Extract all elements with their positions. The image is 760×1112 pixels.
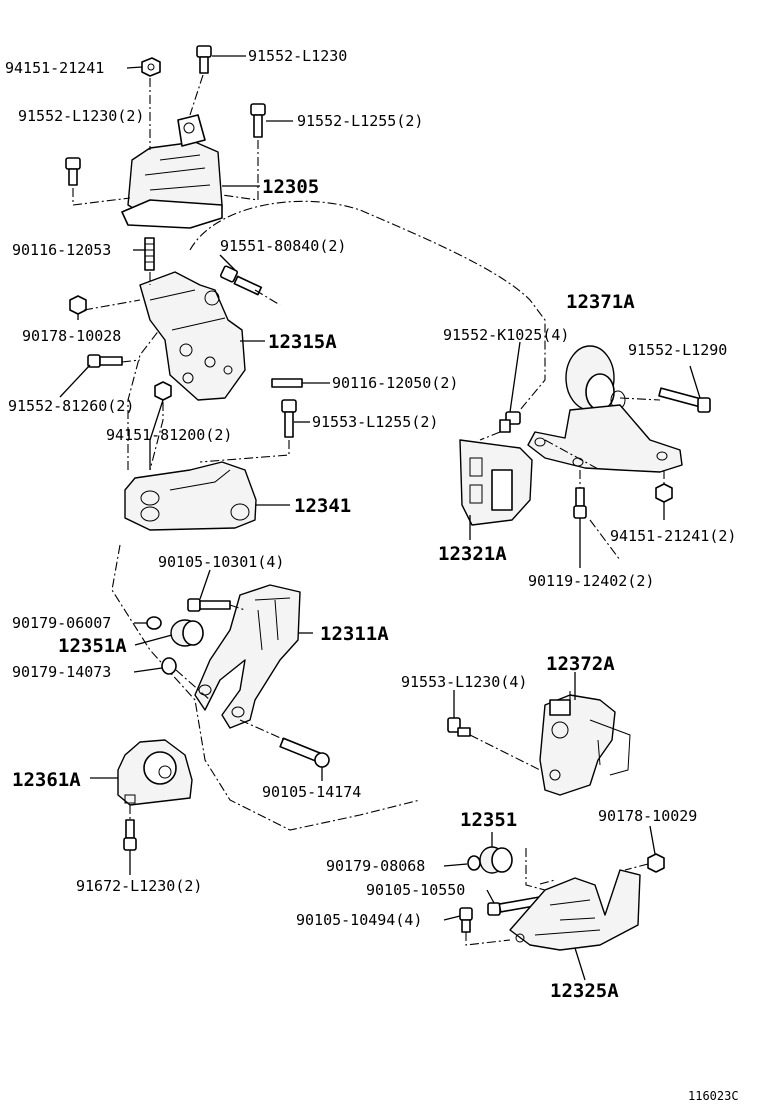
label-12351: 12351 <box>460 809 517 831</box>
engine-mount-12371A <box>527 345 683 473</box>
washer-90179-14073 <box>161 657 177 675</box>
bolt-91552-K1025 <box>499 411 521 433</box>
label-91552-L1255-2: 91552-L1255(2) <box>297 112 423 130</box>
guide-line <box>465 848 649 946</box>
label-91672-L1230-2: 91672-L1230(2) <box>76 877 202 895</box>
label-12321A: 12321A <box>438 543 507 565</box>
nut-94151-21241-top <box>141 57 161 77</box>
label-12305: 12305 <box>262 176 319 198</box>
label-91553-L1255-2: 91553-L1255(2) <box>312 413 438 431</box>
bracket-12311A <box>194 584 301 729</box>
label-12325A: 12325A <box>550 980 619 1002</box>
label-12372A: 12372A <box>546 653 615 675</box>
label-12351A: 12351A <box>58 635 127 657</box>
label-91552-L1230-2: 91552-L1230(2) <box>18 107 144 125</box>
nut-94151-81200 <box>154 381 172 401</box>
label-91552-L1230: 91552-L1230 <box>248 47 347 65</box>
bolt-91552-81260 <box>87 354 123 368</box>
label-91552-81260-2: 91552-81260(2) <box>8 397 134 415</box>
leader-lines <box>59 55 701 981</box>
bolt-90105-10301 <box>187 598 231 612</box>
bolt-91552-L1230-left <box>65 157 81 186</box>
guide-line <box>469 690 571 771</box>
label-91552-K1025-4: 91552-K1025(4) <box>443 326 569 344</box>
label-12311A: 12311A <box>320 623 389 645</box>
bolt-90105-14174 <box>279 737 330 768</box>
engine-mount-12305 <box>121 114 223 229</box>
bracket-12341 <box>124 461 257 531</box>
label-91551-80840-2: 91551-80840(2) <box>220 237 346 255</box>
stud-90116-12050 <box>271 378 303 388</box>
washer-90179-08068 <box>467 855 481 871</box>
label-12371A: 12371A <box>566 291 635 313</box>
engine-outline-phantom-line <box>111 200 546 831</box>
nut-90178-10028 <box>69 295 87 315</box>
diagram-code: 116023C <box>688 1089 739 1103</box>
guide-line <box>72 74 259 206</box>
label-90116-12053: 90116-12053 <box>12 241 111 259</box>
label-90179-06007: 90179-06007 <box>12 614 111 632</box>
bushing-12351 <box>479 846 513 874</box>
label-90116-12050-2: 90116-12050(2) <box>332 374 458 392</box>
nut-90178-10029 <box>647 853 665 873</box>
label-91553-L1230-4: 91553-L1230(4) <box>401 673 527 691</box>
label-94151-21241-2: 94151-21241(2) <box>610 527 736 545</box>
label-91552-L1290: 91552-L1290 <box>628 341 727 359</box>
label-90105-14174: 90105-14174 <box>262 783 361 801</box>
bolt-91553-L1230 <box>447 717 471 737</box>
guide-line <box>121 359 290 471</box>
bolt-91553-L1255 <box>281 399 297 438</box>
bracket-12372A <box>539 694 631 796</box>
engine-mount-12361A <box>117 739 193 806</box>
guide-line <box>83 272 281 311</box>
nut-94151-21241 <box>655 483 673 503</box>
label-90105-10550: 90105-10550 <box>366 881 465 899</box>
guide-line <box>175 604 286 741</box>
bolt-91552-L1290 <box>658 387 711 413</box>
washer-90179-06007 <box>146 616 162 630</box>
label-94151-21241: 94151-21241 <box>5 59 104 77</box>
label-90179-14073: 90179-14073 <box>12 663 111 681</box>
bolt-91551-80840 <box>219 265 263 296</box>
label-90119-12402-2: 90119-12402(2) <box>528 572 654 590</box>
label-12361A: 12361A <box>12 769 81 791</box>
bushing-12351A <box>170 619 204 647</box>
stud-90116-12053 <box>144 237 155 271</box>
bracket-12315A <box>139 271 246 401</box>
bolt-91552-L1255 <box>250 103 266 138</box>
bolt-90105-10494 <box>459 907 473 933</box>
label-90105-10494-4: 90105-10494(4) <box>296 911 422 929</box>
label-90178-10029: 90178-10029 <box>598 807 697 825</box>
label-94151-81200-2: 94151-81200(2) <box>106 426 232 444</box>
label-90178-10028: 90178-10028 <box>22 327 121 345</box>
label-90105-10301-4: 90105-10301(4) <box>158 553 284 571</box>
bracket-12321A <box>459 439 533 526</box>
label-90179-08068: 90179-08068 <box>326 857 425 875</box>
label-12341: 12341 <box>294 495 351 517</box>
bolt-91672-L1230 <box>123 819 137 851</box>
guide-line <box>479 397 665 561</box>
label-12315A: 12315A <box>268 331 337 353</box>
bolt-90119-12402 <box>573 487 587 519</box>
bracket-12325A <box>509 869 641 951</box>
bolt-91552-L1230-top <box>196 45 212 74</box>
